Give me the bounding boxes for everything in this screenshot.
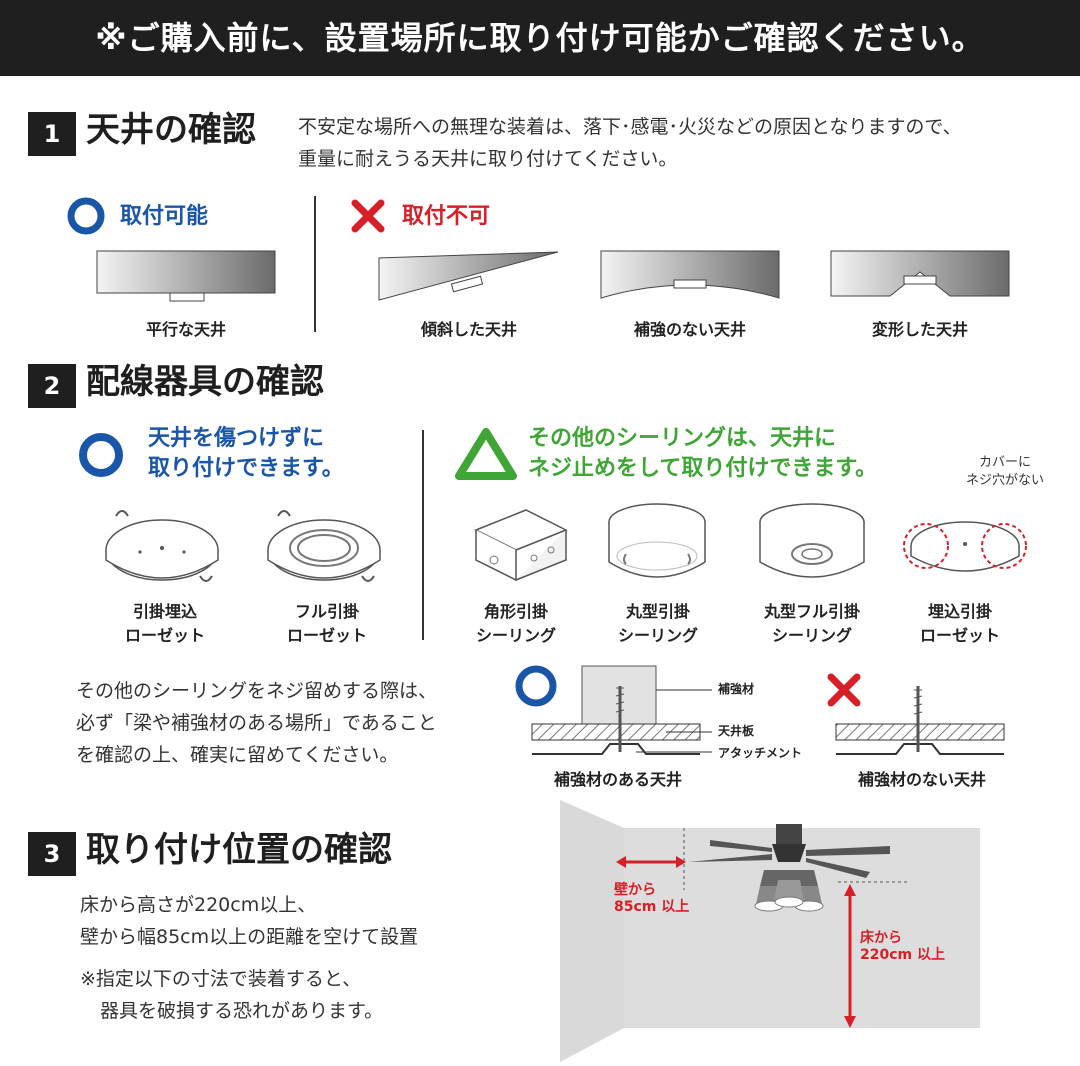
divider-2 <box>422 430 424 640</box>
fixture-label-5-line2: シーリング <box>771 626 852 645</box>
red-arrows <box>616 856 856 1028</box>
fixture-label-2: フル引掛 ローゼット <box>257 600 397 648</box>
fixture-label-6-line2: ローゼット <box>919 626 1000 645</box>
ceiling-label-unreinforced: 補強のない天井 <box>633 320 746 339</box>
wall-distance-line2: 85cm 以上 <box>614 899 690 915</box>
section-title-wiring: 配線器具の確認 <box>86 362 324 402</box>
ng-cross-icon <box>351 199 385 233</box>
ok-label: 取付可能 <box>120 204 209 229</box>
position-line2: 壁から幅85cm以上の距離を空けて設置 <box>80 926 419 948</box>
ok-circle-icon-2 <box>79 433 123 477</box>
fixture-label-5-line1: 丸型フル引掛 <box>763 602 860 621</box>
fixture-label-6: 埋込引掛 ローゼット <box>890 600 1030 648</box>
floor-height-line1: 床から <box>860 930 902 946</box>
fixture-label-2-line1: フル引掛 <box>294 602 359 621</box>
floor-height-line2: 220cm 以上 <box>860 947 945 963</box>
unreinforced-ceiling-diagram <box>835 686 1005 755</box>
section-number-3: 3 <box>28 832 76 876</box>
fixture-label-4: 丸型引掛 シーリング <box>588 600 728 648</box>
divider <box>314 196 316 332</box>
wall-distance-label: 壁から 85cm 以上 <box>614 882 689 916</box>
ok-circle-icon-3 <box>515 665 557 707</box>
cover-note: カバーに ネジ穴がない <box>940 454 1070 490</box>
fixture-label-4-line2: シーリング <box>617 626 698 645</box>
sloped-ceiling-image <box>378 251 559 301</box>
ceiling-label-sloped: 傾斜した天井 <box>420 320 517 339</box>
ok-wiring-line1: 天井を傷つけずに <box>148 426 325 451</box>
fixture-label-3-line2: シーリング <box>475 626 556 645</box>
fixture-label-5: 丸型フル引掛 シーリング <box>737 600 887 648</box>
ceiling-fan-image <box>688 824 890 912</box>
fixture-label-2-line2: ローゼット <box>286 626 367 645</box>
fixture-label-1-line2: ローゼット <box>124 626 205 645</box>
fixture-label-6-line1: 埋込引掛 <box>927 602 992 621</box>
room-installation-diagram <box>560 800 980 1062</box>
screw-note-line1: その他のシーリングをネジ留めする際は、 <box>76 680 438 702</box>
screw-note-line2: 必ず「梁や補強材のある場所」であること <box>76 712 437 734</box>
triangle-wiring-line1: その他のシーリングは、天井に <box>528 426 837 451</box>
ceiling-desc-line2: 重量に耐えうる天井に取り付けてください。 <box>298 148 678 170</box>
caption-with-reinforcement: 補強材のある天井 <box>553 770 682 789</box>
deformed-ceiling-image <box>830 250 1010 297</box>
fixture-label-3-line1: 角形引掛 <box>483 602 548 621</box>
floor-height-label: 床から 220cm 以上 <box>860 930 945 964</box>
position-line4: 器具を破損する恐れがあります。 <box>100 1000 384 1022</box>
position-line1: 床から高さが220cm以上、 <box>80 894 317 916</box>
round-hook-ceiling-image <box>608 503 706 578</box>
header-banner: ※ご購入前に、設置場所に取り付け可能かご確認ください。 <box>0 0 1080 76</box>
reinforced-ceiling-diagram <box>531 665 701 755</box>
ng-label: 取付不可 <box>402 204 491 229</box>
ng-cross-icon-2 <box>827 673 861 707</box>
position-line3: ※指定以下の寸法で装着すると、 <box>80 968 362 990</box>
section-number-2: 2 <box>28 364 76 408</box>
embedded-hook-rosette-image <box>903 521 1027 572</box>
caption-without-reinforcement: 補強材のない天井 <box>857 770 986 789</box>
parallel-ceiling-image <box>96 250 276 302</box>
ok-circle-icon <box>67 197 105 235</box>
ceiling-label-parallel: 平行な天井 <box>145 320 226 339</box>
section-title-position: 取り付け位置の確認 <box>86 830 392 870</box>
leader-lines <box>636 689 712 753</box>
ok-wiring-line2: 取り付けできます。 <box>148 456 344 481</box>
section-number-1: 1 <box>28 112 76 156</box>
section-title-ceiling: 天井の確認 <box>86 110 256 150</box>
triangle-wiring-line2: ネジ止めをして取り付けできます。 <box>528 456 878 481</box>
fixture-label-1-line1: 引掛埋込 <box>132 602 197 621</box>
fixture-label-3: 角形引掛 シーリング <box>446 600 586 648</box>
triangle-icon <box>455 428 517 480</box>
ceiling-desc-line1: 不安定な場所への無理な装着は、落下･感電･火災などの原因となりますので、 <box>298 116 962 138</box>
wall-distance-line1: 壁から <box>614 882 656 898</box>
label-ceiling-board: 天井板 <box>718 724 755 738</box>
hook-embedded-rosette-image <box>105 510 219 582</box>
fixture-label-4-line1: 丸型引掛 <box>625 602 690 621</box>
ceiling-label-deformed: 変形した天井 <box>871 320 968 339</box>
cover-note-line1: カバーに <box>978 455 1031 470</box>
label-attachment: アタッチメント <box>718 746 803 760</box>
label-reinforcement: 補強材 <box>718 682 755 696</box>
unreinforced-ceiling-image <box>600 250 780 299</box>
round-full-hook-ceiling-image <box>759 503 865 578</box>
full-hook-rosette-image <box>267 510 381 582</box>
fixture-label-1: 引掛埋込 ローゼット <box>95 600 235 648</box>
screw-note-line3: を確認の上、確実に留めてください。 <box>76 744 399 766</box>
square-hook-ceiling-image <box>474 509 568 582</box>
cover-note-line2: ネジ穴がない <box>965 473 1044 488</box>
